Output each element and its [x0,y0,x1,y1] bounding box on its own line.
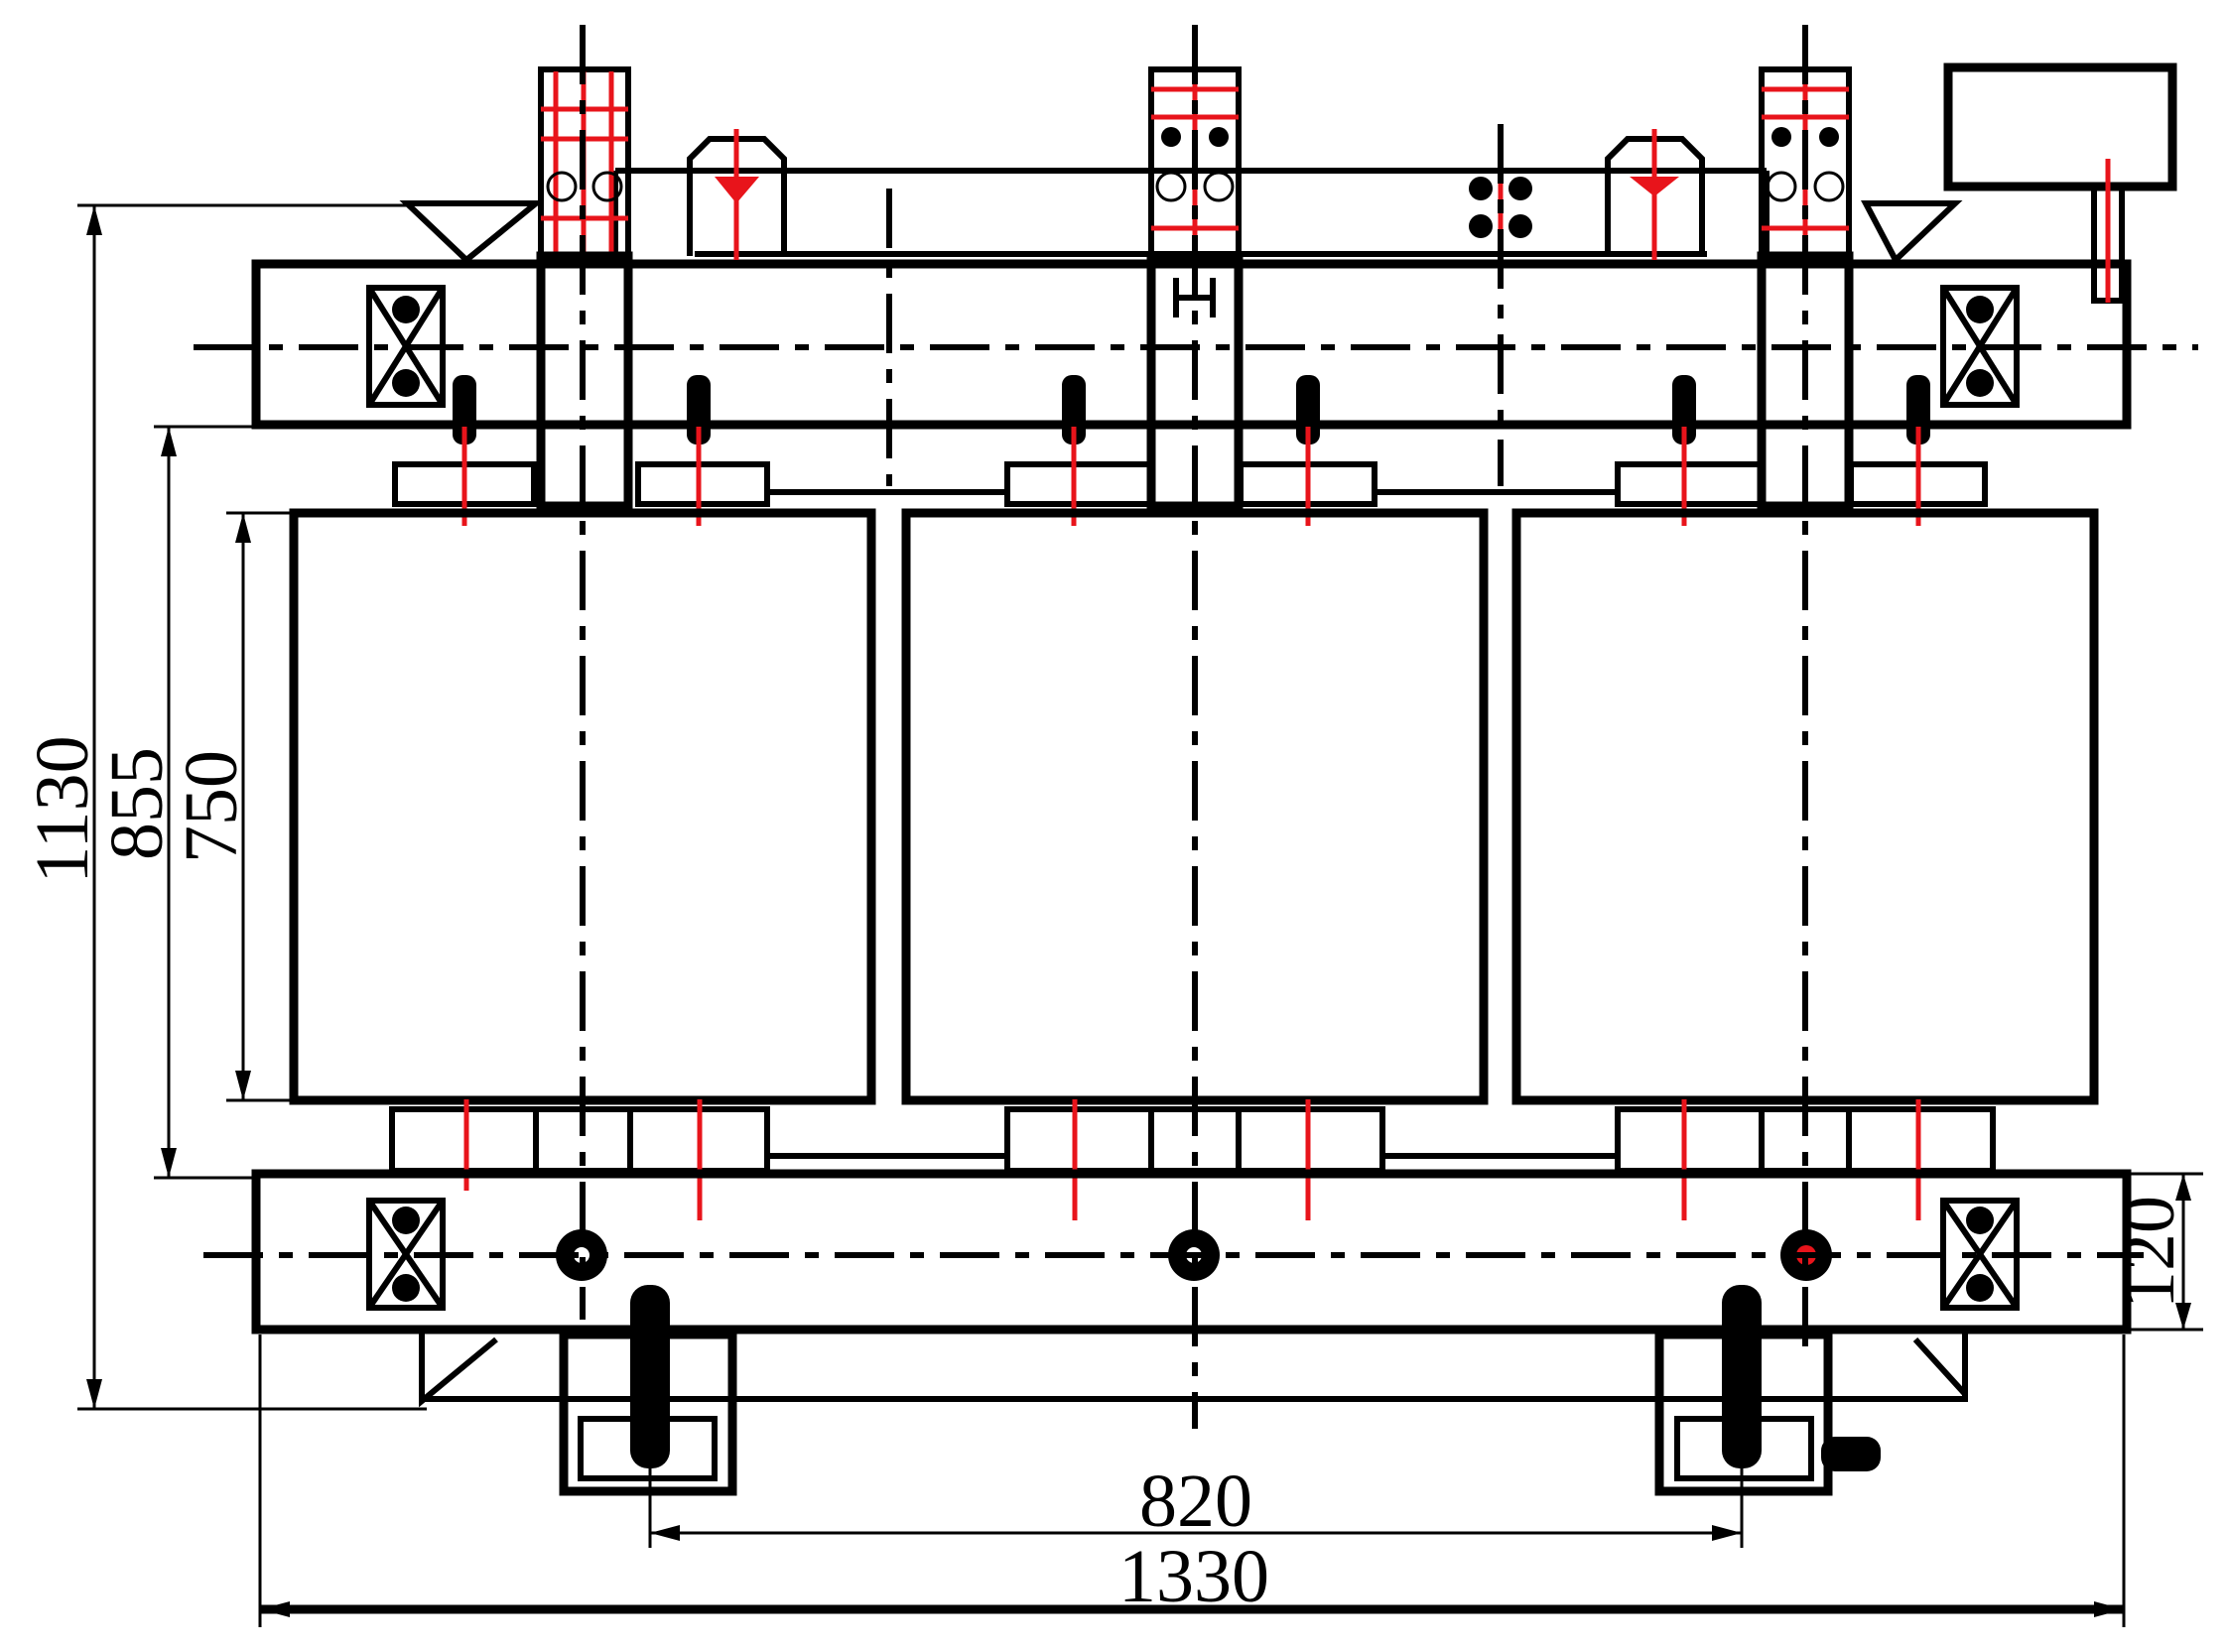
dimension-overall-height: 1130 [21,203,427,1411]
lifting-eye-right [1605,129,1705,260]
dim-label-120: 120 [2107,1196,2190,1309]
dimension-wheel-gauge: 820 [648,1460,1744,1548]
dimension-overall-width: 1330 [258,1334,2126,1627]
top-bolts [453,375,1930,526]
dim-label-750: 750 [170,750,253,863]
lifting-eye-left [687,129,787,260]
bottom-yoke [251,1169,2132,1408]
top-spacer-blocks [392,461,1988,507]
control-box [1943,63,2177,304]
centerlines [194,25,2198,1429]
dim-label-1330: 1330 [1118,1535,1269,1618]
bottom-left-lug [366,1198,446,1311]
dimension-yoke-height: 120 [2107,1172,2203,1332]
wheel-assembly-right [1654,1285,1881,1496]
top-left-bracket [399,200,545,264]
top-right-bracket [1861,200,1963,265]
dimension-coil-height: 750 [170,511,294,1102]
dimension-window-height: 855 [95,425,256,1180]
dim-label-820: 820 [1139,1460,1252,1543]
bottom-left-bracket [419,1336,498,1408]
wheel-assembly-left [559,1285,737,1496]
dim-label-855: 855 [95,747,179,860]
dim-label-1130: 1130 [21,735,104,883]
bottom-right-bracket [1912,1336,1968,1402]
